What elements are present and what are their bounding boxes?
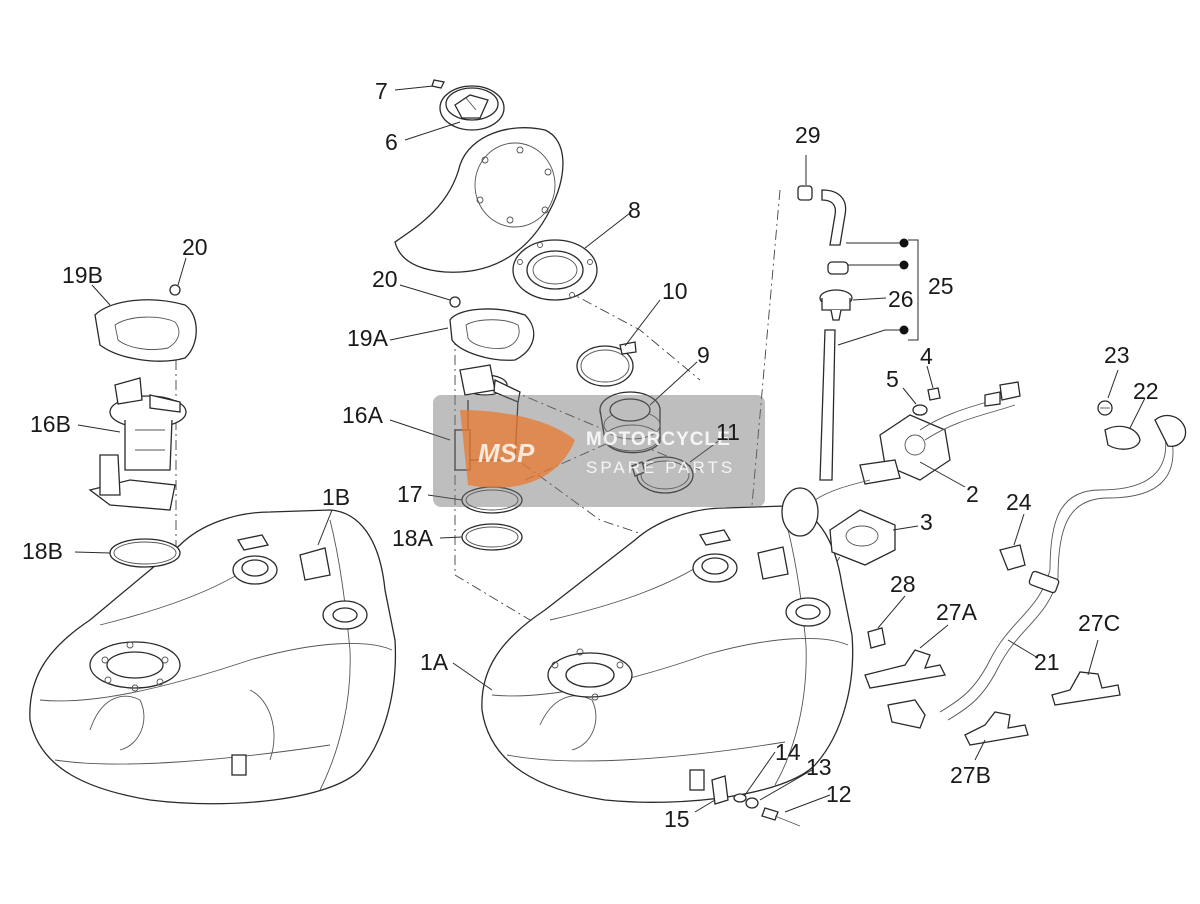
callout-6: 6 [385, 129, 398, 155]
callout-20-left: 20 [182, 234, 208, 260]
callout-19a: 19A [347, 325, 389, 351]
callout-24: 24 [1006, 489, 1032, 515]
flange-ring-8 [512, 239, 598, 301]
vent-pipe-29 [797, 185, 849, 275]
callout-8: 8 [628, 197, 641, 223]
callout-labels: 7 6 8 10 9 11 29 25 26 4 5 2 3 20 19B 20… [22, 78, 1159, 832]
fuel-line-21 [887, 414, 1187, 729]
vent-pipe-lower [819, 329, 836, 481]
callout-13: 13 [806, 754, 832, 780]
pump-gasket-19a [449, 296, 535, 361]
callout-29: 29 [795, 122, 821, 148]
vent-valve-26 [819, 289, 853, 321]
callout-11: 11 [716, 419, 740, 445]
callout-27b: 27B [950, 762, 991, 788]
callout-14: 14 [775, 739, 801, 765]
bolt-12 [761, 807, 801, 827]
callout-27c: 27C [1078, 610, 1120, 636]
hose-clamp-11 [631, 456, 694, 494]
filler-cap-6 [439, 85, 505, 131]
callout-12: 12 [826, 781, 852, 807]
clip-24 [999, 544, 1026, 571]
washer-5 [912, 404, 928, 416]
callout-28: 28 [890, 571, 916, 597]
callout-19b: 19B [62, 262, 103, 288]
seal-ring-18b [109, 538, 181, 568]
callout-1b: 1B [322, 484, 350, 510]
fuel-tank-1a [481, 505, 854, 803]
grommet-28 [867, 627, 886, 649]
watermark-logo-shape [460, 410, 575, 488]
leader-lines [74, 85, 1146, 813]
callout-22: 22 [1133, 378, 1159, 404]
callout-5: 5 [886, 366, 899, 392]
callout-16a: 16A [342, 402, 384, 428]
callout-2: 2 [966, 481, 979, 507]
watermark-line1: MOTORCYCLE [586, 429, 731, 450]
callout-27a: 27A [936, 599, 978, 625]
callout-26: 26 [888, 286, 914, 312]
group-bracket-25 [837, 238, 919, 346]
fuel-level-sender-2 [781, 381, 1021, 537]
callout-23: 23 [1104, 342, 1130, 368]
callout-3: 3 [920, 509, 933, 535]
callout-9: 9 [697, 342, 710, 368]
watermark: MSP MOTORCYCLE SPARE PARTS [433, 395, 765, 507]
callout-1a: 1A [420, 649, 449, 675]
watermark-line2: SPARE PARTS [586, 458, 735, 477]
hose-clamp-10 [576, 341, 637, 387]
callout-4: 4 [920, 343, 933, 369]
fuel-pump-16b [88, 377, 187, 511]
washer-13 [745, 797, 759, 809]
filler-tray [394, 127, 564, 273]
callout-18b: 18B [22, 538, 63, 564]
clip-22 [1104, 425, 1141, 450]
washer-14 [733, 793, 747, 803]
screw-23 [1097, 400, 1113, 416]
bracket-27a [864, 649, 946, 689]
callout-20-center: 20 [372, 266, 398, 292]
watermark-logo-text: MSP [478, 438, 535, 468]
filler-hose-9 [599, 391, 661, 454]
callout-17: 17 [397, 481, 423, 507]
seal-ring-18a [461, 523, 523, 551]
callout-7: 7 [375, 78, 388, 104]
nut-4 [927, 387, 941, 401]
screw-7 [431, 79, 445, 89]
fuel-tank-1b [29, 509, 397, 805]
callout-25: 25 [928, 273, 954, 299]
callout-15: 15 [664, 806, 690, 832]
bracket-27c [1051, 671, 1121, 706]
gasket-3 [829, 509, 896, 566]
bracket-27b [964, 711, 1029, 746]
callout-18a: 18A [392, 525, 434, 551]
callout-16b: 16B [30, 411, 71, 437]
callout-10: 10 [662, 278, 688, 304]
pump-gasket-19b [94, 284, 197, 362]
bracket-15 [711, 775, 729, 805]
callout-21: 21 [1034, 649, 1060, 675]
